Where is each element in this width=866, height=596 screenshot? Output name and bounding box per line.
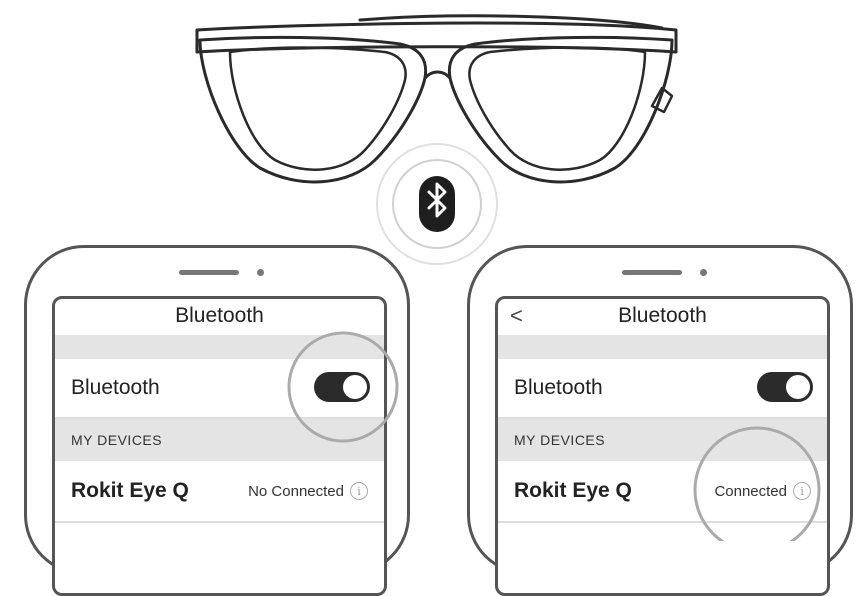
my-devices-header: MY DEVICES (498, 419, 827, 461)
section-title: MY DEVICES (514, 432, 606, 448)
toggle-knob (786, 375, 810, 399)
right-phone: < Bluetooth Bluetooth MY DEVICES Rokit E… (467, 245, 853, 596)
front-camera (700, 269, 707, 276)
left-phone: Bluetooth Bluetooth MY DEVICES Rokit Eye… (24, 245, 410, 596)
page-title: Bluetooth (618, 304, 707, 327)
left-phone-screen: Bluetooth Bluetooth MY DEVICES Rokit Eye… (52, 296, 387, 596)
toggle-knob (343, 375, 367, 399)
bluetooth-toggle[interactable] (314, 372, 370, 402)
bluetooth-toggle[interactable] (757, 372, 813, 402)
bluetooth-label: Bluetooth (514, 376, 603, 399)
front-camera (257, 269, 264, 276)
speaker-grille (179, 270, 239, 275)
info-icon[interactable]: i (350, 482, 368, 500)
device-status: Connected (714, 482, 787, 500)
section-title: MY DEVICES (71, 432, 163, 448)
info-icon[interactable]: i (793, 482, 811, 500)
nav-bar: < Bluetooth (498, 299, 827, 335)
device-status: No Connected (248, 482, 344, 500)
nav-bar: Bluetooth (55, 299, 384, 335)
page-title: Bluetooth (175, 304, 264, 327)
right-phone-screen: < Bluetooth Bluetooth MY DEVICES Rokit E… (495, 296, 830, 596)
device-status-group: No Connected i (248, 482, 368, 500)
device-row[interactable]: Rokit Eye Q Connected i (498, 461, 827, 523)
back-icon[interactable]: < (510, 303, 523, 328)
bluetooth-label: Bluetooth (71, 376, 160, 399)
section-spacer (55, 335, 384, 359)
device-status-group: Connected i (714, 482, 811, 500)
bluetooth-setting-row: Bluetooth (55, 359, 384, 419)
my-devices-header: MY DEVICES (55, 419, 384, 461)
bluetooth-setting-row: Bluetooth (498, 359, 827, 419)
speaker-grille (622, 270, 682, 275)
section-spacer (498, 335, 827, 359)
bluetooth-icon (376, 143, 498, 265)
device-row[interactable]: Rokit Eye Q No Connected i (55, 461, 384, 523)
glasses-icon (195, 14, 678, 184)
device-name: Rokit Eye Q (71, 479, 189, 502)
device-name: Rokit Eye Q (514, 479, 632, 502)
